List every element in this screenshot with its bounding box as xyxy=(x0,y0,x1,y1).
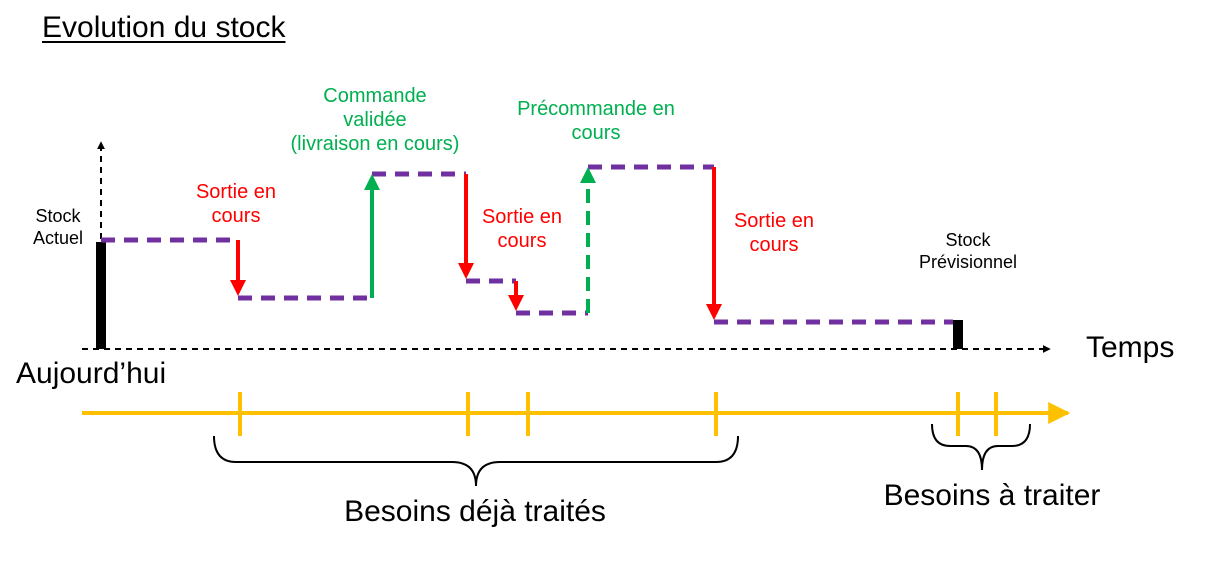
order-label-line1: Commande xyxy=(323,85,427,107)
exit-label-2-line2: cours xyxy=(497,230,547,252)
exit-label-2-line1: Sortie en xyxy=(481,206,563,228)
exit-label-3-line1: Sortie en xyxy=(733,210,815,232)
current-stock-bar xyxy=(96,242,106,349)
exit-label-1-line2: cours xyxy=(211,205,261,227)
time-axis-label: Temps xyxy=(1086,331,1175,364)
preorder-label-line1: Précommande en xyxy=(517,98,675,120)
exit-label-3: Sortie en cours xyxy=(734,209,814,257)
stock-level-line xyxy=(101,164,953,325)
exit-label-1-line1: Sortie en xyxy=(195,181,277,203)
exit-arrow-2 xyxy=(458,174,474,279)
brace-pending-needs xyxy=(931,423,1031,471)
processed-needs-label: Besoins déjà traités xyxy=(344,495,606,528)
preorder-label: Précommande en cours xyxy=(517,97,675,145)
today-label: Aujourd’hui xyxy=(16,357,167,390)
brace-processed-needs xyxy=(213,435,739,487)
preorder-label-line2: cours xyxy=(571,122,621,144)
forecast-stock-label: Stock Prévisionnel xyxy=(919,230,1017,273)
forecast-stock-label-line1: Stock xyxy=(945,230,991,250)
order-label-line2: validée xyxy=(343,109,407,131)
exit-label-2: Sortie en cours xyxy=(482,205,562,253)
current-stock-label-line2: Actuel xyxy=(32,227,84,248)
pending-needs-label: Besoins à traiter xyxy=(883,479,1101,512)
order-label-line3: (livraison en cours) xyxy=(290,133,460,155)
exit-label-3-line2: cours xyxy=(749,234,799,256)
entry-arrow-order xyxy=(364,174,380,298)
entry-arrow-preorder xyxy=(580,167,596,313)
order-validated-label: Commande validée (livraison en cours) xyxy=(291,84,460,156)
current-stock-label: Stock Actuel xyxy=(33,206,83,249)
current-stock-label-line1: Stock xyxy=(35,206,81,226)
exit-arrow-1 xyxy=(230,240,246,296)
exit-arrow-3 xyxy=(508,281,524,311)
diagram-title: Evolution du stock xyxy=(42,11,286,44)
timeline-ticks xyxy=(238,392,998,436)
forecast-stock-label-line2: Prévisionnel xyxy=(918,251,1018,272)
forecast-stock-bar xyxy=(953,320,963,349)
exit-label-1: Sortie en cours xyxy=(196,180,276,228)
exit-arrow-4 xyxy=(706,167,722,320)
